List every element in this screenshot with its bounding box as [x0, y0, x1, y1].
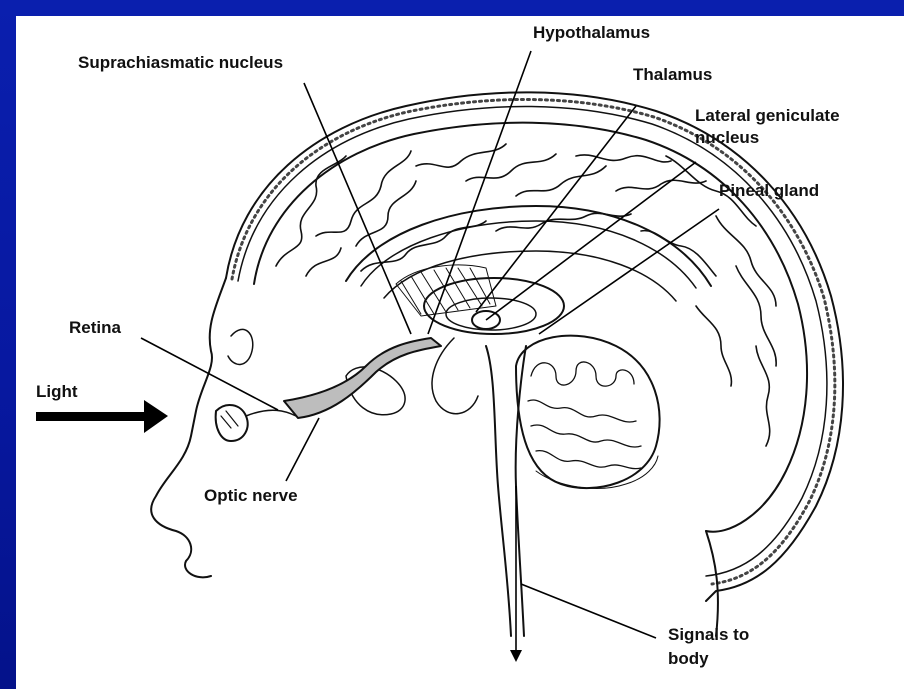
- leader-retina: [141, 338, 278, 410]
- optic-nerve-shape: [284, 338, 441, 418]
- corpus-callosum: [346, 206, 711, 286]
- label-pineal-gland: Pineal gland: [719, 180, 819, 201]
- skull-inner: [238, 106, 827, 576]
- skull-outline: [226, 92, 843, 601]
- label-thalamus: Thalamus: [633, 64, 712, 85]
- label-hypothalamus: Hypothalamus: [533, 22, 650, 43]
- cortex-folds: [276, 144, 776, 446]
- label-lateral-geniculate-line2: nucleus: [695, 127, 759, 148]
- light-arrow: [36, 400, 168, 433]
- label-retina: Retina: [69, 317, 121, 338]
- label-suprachiasmatic-nucleus: Suprachiasmatic nucleus: [78, 52, 283, 73]
- label-light: Light: [36, 381, 78, 402]
- leader-lateral-geniculate: [486, 162, 696, 320]
- hatched-region: [396, 265, 496, 316]
- label-signals-line2: body: [668, 648, 709, 669]
- leader-pineal: [539, 209, 719, 334]
- leader-optic-nerve: [286, 418, 319, 481]
- signals-arrow-head: [510, 650, 522, 662]
- cerebellum: [516, 336, 660, 489]
- diagram-panel: Suprachiasmatic nucleus Hypothalamus Tha…: [16, 16, 904, 689]
- label-lateral-geniculate-line1: Lateral geniculate: [695, 105, 840, 126]
- label-signals-line1: Signals to: [668, 624, 749, 645]
- leader-signals: [521, 584, 656, 638]
- brainstem: [486, 346, 526, 636]
- face-profile: [151, 278, 226, 577]
- label-optic-nerve: Optic nerve: [204, 485, 298, 506]
- eye: [216, 405, 296, 441]
